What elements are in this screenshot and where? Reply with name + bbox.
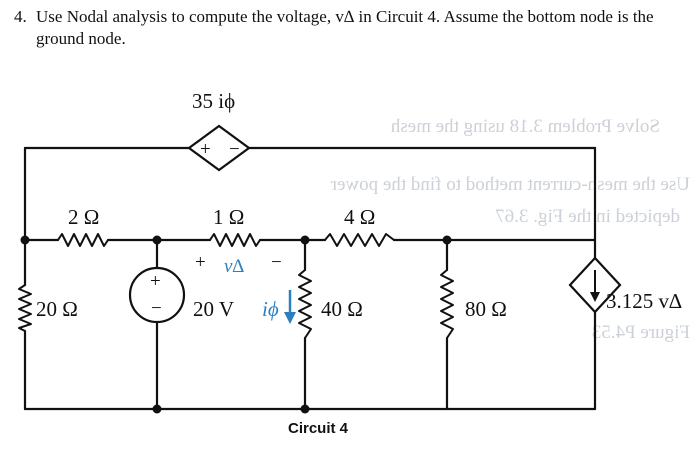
dcs-label: 3.125 v∆ (606, 289, 682, 313)
question-text: Use Nodal analysis to compute the voltag… (36, 7, 654, 48)
circuit-caption: Circuit 4 (288, 420, 349, 437)
diamond-voltage-icon (187, 124, 251, 172)
vdelta-minus: − (271, 252, 282, 273)
resistors (18, 233, 454, 339)
dcs-arrow-icon (590, 292, 600, 302)
nodes (20, 235, 452, 414)
node-dot (442, 235, 452, 245)
iphi-label: iϕ (262, 297, 279, 321)
resistor-4ohm-icon (324, 233, 395, 247)
question-number: 4. (14, 7, 27, 26)
vsrc-label: 20 V (193, 297, 234, 321)
r1-label: 1 Ω (213, 205, 244, 229)
resistor-2ohm-icon (57, 233, 109, 247)
iphi-arrow-icon (284, 312, 296, 324)
r4-label: 4 Ω (344, 205, 375, 229)
iphi-indicator: iϕ (262, 290, 296, 324)
dependent-voltage-source: + − 35 iϕ (187, 89, 251, 172)
bleed-line-1: Solve Problem 3.18 using the mesh (390, 116, 660, 137)
dvs-plus: + (200, 139, 211, 160)
dvs-label: 35 iϕ (192, 89, 235, 113)
node-dot (300, 235, 310, 245)
voltage-source-icon (128, 266, 186, 324)
node-dot (300, 404, 310, 414)
resistor-20ohm-icon (18, 284, 32, 332)
vdelta-plus: + (195, 252, 206, 273)
r40-label: 40 Ω (321, 297, 363, 321)
node-dot (152, 404, 162, 414)
vsrc-plus: + (150, 271, 161, 292)
dvs-minus: − (229, 139, 240, 160)
wires (23, 146, 597, 411)
bleed-through-text: Solve Problem 3.18 using the mesh Use th… (330, 116, 690, 343)
resistor-1ohm-icon (209, 233, 261, 247)
bleed-line-3: depicted in the Fig. 3.67 (495, 206, 680, 227)
dependent-current-source: 3.125 v∆ (568, 256, 682, 314)
r2-label: 2 Ω (68, 205, 99, 229)
bleed-line-2: Use the mesh-current method to find the … (330, 174, 690, 195)
r80-label: 80 Ω (465, 297, 507, 321)
voltage-source: + − 20 V (128, 266, 234, 324)
vsrc-minus: − (151, 298, 162, 319)
node-dot (152, 235, 162, 245)
vdelta-label: v∆ (224, 256, 244, 277)
resistor-40ohm-icon (298, 269, 312, 339)
node-dot (20, 235, 30, 245)
r20-label: 20 Ω (36, 297, 78, 321)
resistor-80ohm-icon (440, 269, 454, 339)
bleed-line-4: Figure P4.53 (592, 322, 690, 343)
